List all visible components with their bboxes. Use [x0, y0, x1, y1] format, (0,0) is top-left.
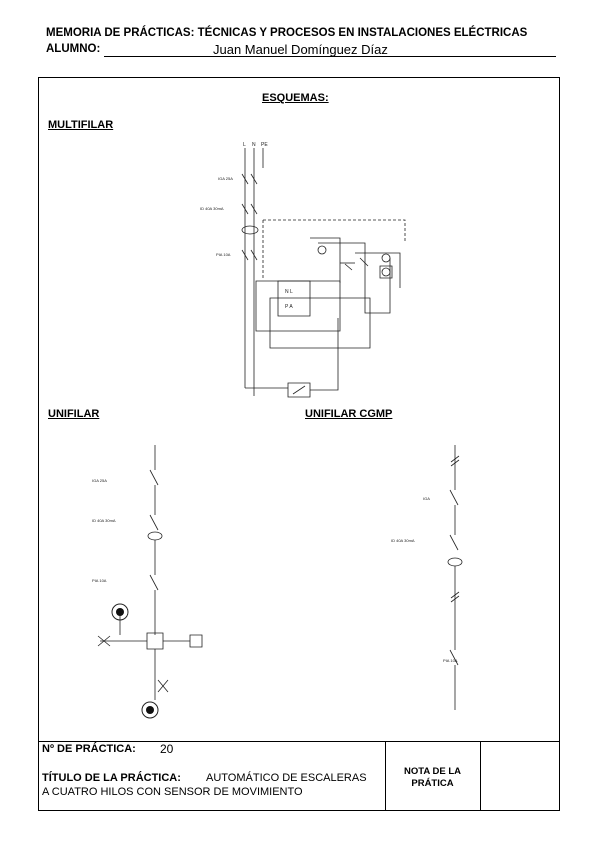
- grade-cell[interactable]: [481, 742, 559, 810]
- timer-label-b: P A: [285, 304, 293, 310]
- student-name: Juan Manuel Domínguez Díaz: [213, 42, 388, 57]
- multifilar-diagram: L N PE IGA 25A ID 40A 30mA PIA 10A N L P…: [200, 142, 420, 400]
- multifilar-heading: MULTIFILAR: [48, 119, 114, 131]
- cgmp-pia-label: PIA 10A: [443, 658, 458, 663]
- unifilar-id-label: ID 40A 30mA: [92, 518, 116, 523]
- practice-number-label: Nº DE PRÁCTICA:: [42, 743, 136, 755]
- schematics-frame: [38, 77, 560, 811]
- timer-label-a: N L: [285, 289, 293, 295]
- cgmp-id-label: ID 40A 30mA: [391, 538, 415, 543]
- multifilar-iga-label: IGA 25A: [218, 176, 233, 181]
- svg-text:L: L: [243, 142, 246, 148]
- student-underline: [104, 56, 556, 57]
- schematics-heading: ESQUEMAS:: [262, 92, 329, 104]
- multifilar-pia-label: PIA 10A: [216, 252, 231, 257]
- practice-title-line1: AUTOMÁTICO DE ESCALERAS: [206, 772, 367, 784]
- svg-text:N: N: [252, 142, 256, 148]
- cgmp-iga-label: IGA: [423, 496, 430, 501]
- unifilar-cgmp-diagram: IGA ID 40A 30mA PIA 10A: [391, 440, 463, 720]
- practice-title-label: TÍTULO DE LA PRÁCTICA:: [42, 772, 181, 784]
- practice-title-line2: A CUATRO HILOS CON SENSOR DE MOVIMIENTO: [42, 786, 303, 798]
- unifilar-iga-label: IGA 25A: [92, 478, 107, 483]
- document-title: MEMORIA DE PRÁCTICAS: TÉCNICAS Y PROCESO…: [46, 27, 528, 39]
- footer-divider-1: [385, 741, 386, 811]
- unifilar-heading: UNIFILAR: [48, 408, 100, 420]
- svg-text:PE: PE: [261, 142, 268, 148]
- student-label: ALUMNO:: [46, 43, 101, 55]
- unifilar-pia-label: PIA 10A: [92, 578, 107, 583]
- practice-number: 20: [160, 742, 174, 756]
- footer-divider-2: [480, 741, 481, 811]
- footer-table: [38, 741, 560, 812]
- unifilar-diagram: IGA 25A ID 40A 30mA PIA 10A: [92, 440, 220, 725]
- grade-label-line2: PRÁTICA: [411, 778, 454, 789]
- multifilar-id-label: ID 40A 30mA: [200, 206, 224, 211]
- grade-label-line1: NOTA DE LA: [404, 766, 461, 777]
- unifilar-cgmp-heading: UNIFILAR CGMP: [305, 408, 393, 420]
